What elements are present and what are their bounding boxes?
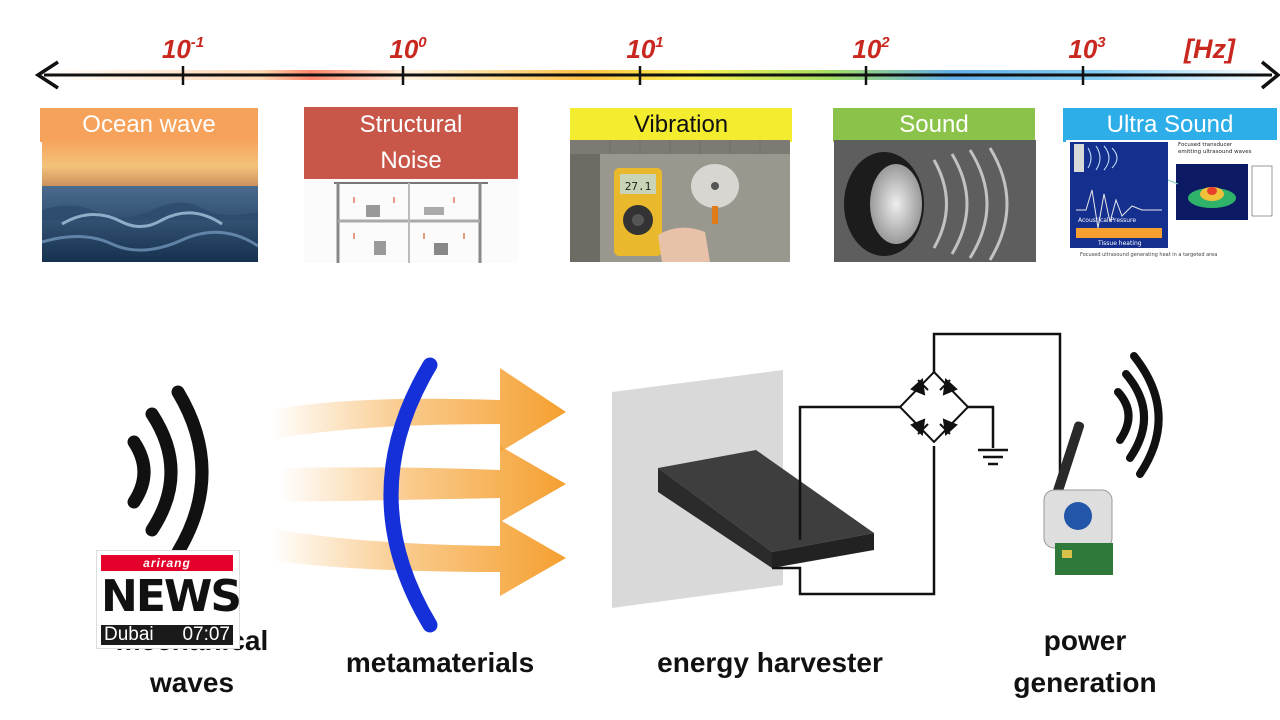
card-title-vibration: Vibration [570, 108, 792, 142]
axis-tick-label: 102 [852, 34, 890, 64]
news-logo-text: NEWS [101, 571, 242, 622]
label-line: power [1043, 625, 1127, 656]
axis-unit-label: [Hz] [1184, 34, 1235, 64]
ultrasound-label-heating: Tissue heating [1097, 240, 1142, 247]
label-line: generation [1013, 667, 1157, 698]
energy-flow-diagram [127, 332, 1163, 633]
card-title-ultra-sound: Ultra Sound [1063, 108, 1277, 142]
sound-speaker-image [834, 140, 1036, 262]
ocean-wave-image [42, 140, 258, 262]
metamaterial-arc [383, 357, 438, 633]
frequency-axis [34, 60, 1280, 90]
label-line: waves [149, 667, 235, 698]
diode-bridge [898, 370, 970, 444]
ultrasound-caption-bottom: Focused ultrasound generating heat in a … [1080, 252, 1217, 258]
axis-tick-label: 100 [389, 34, 427, 64]
label-metamaterials: metamaterials [345, 647, 535, 678]
ultrasound-label-pressure: Acoustical Pressure [1078, 217, 1136, 224]
card-title-line: Noise [380, 147, 442, 174]
wireless-sensor-node [1043, 421, 1113, 575]
bug-info-bar: Dubai 07:07 [101, 625, 233, 645]
axis-right-arrowhead [1260, 60, 1280, 90]
channel-brand-logo: arirang [101, 555, 233, 571]
vibration-image: 27.1 [570, 140, 790, 262]
harvester-beam-front [658, 468, 772, 568]
wireless-signal-icon [1114, 352, 1163, 478]
ultrasound-figure: Acoustical Pressure Tissue heating Focus… [1066, 140, 1278, 266]
axis-tick-label: 103 [1068, 34, 1106, 64]
bug-city: Dubai [104, 624, 154, 645]
card-title-structural-noise: Structural Noise [304, 107, 518, 179]
ultrasound-caption-top: Focused transducer emitting ultrasound w… [1178, 142, 1251, 155]
card-title-line: Structural [359, 111, 463, 138]
card-title-sound: Sound [833, 108, 1035, 142]
label-power-generation: power generation [990, 620, 1180, 704]
label-energy-harvester: energy harvester [657, 647, 883, 678]
axis-tick-label: 10-1 [161, 34, 205, 64]
rectifier-circuit [772, 332, 1062, 596]
bug-time: 07:07 [182, 624, 230, 645]
news-channel-bug: arirang NEWS Dubai 07:07 [96, 550, 242, 649]
wave-arrow [270, 368, 566, 452]
wave-arrow [280, 446, 566, 522]
axis-left-arrowhead [34, 60, 59, 90]
harvester-beam-side [772, 533, 874, 568]
harvester-beam-top [658, 450, 874, 552]
mechanical-wave-icon [127, 385, 209, 559]
wave-arrow [270, 520, 566, 596]
card-title-ocean-wave: Ocean wave [40, 108, 258, 142]
axis-tick-label: 101 [626, 34, 664, 64]
structural-noise-illustration [304, 179, 518, 263]
multimeter-display-text: 27.1 [625, 180, 652, 193]
